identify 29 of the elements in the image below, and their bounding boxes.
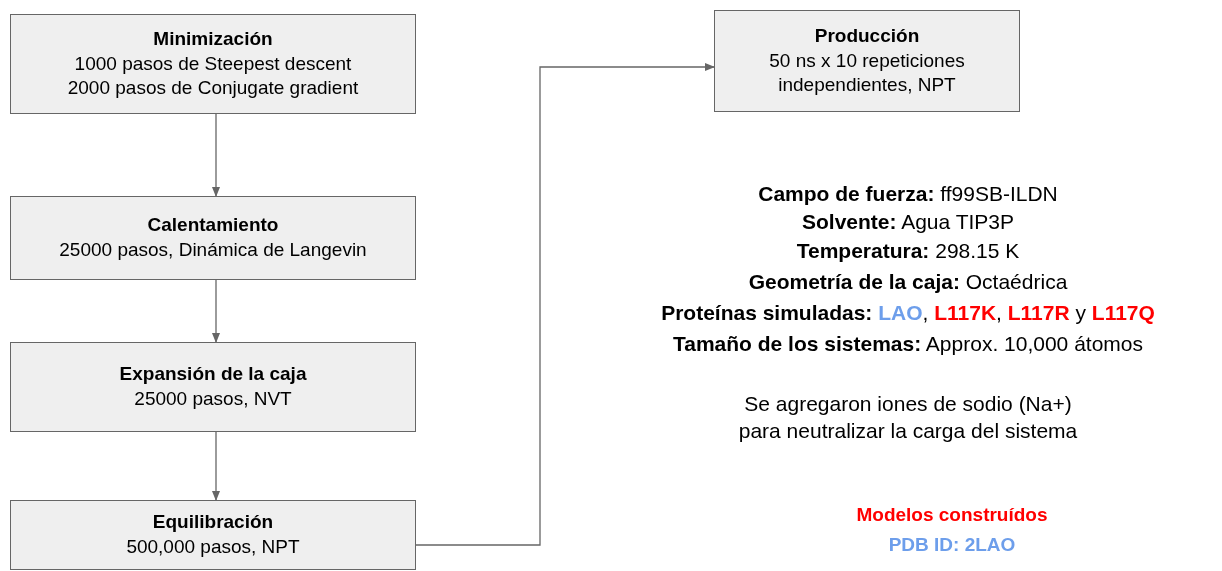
step-detail: 1000 pasos de Steepest descent <box>74 51 352 76</box>
info-text: Temperatura: 298.15 K <box>795 238 1021 264</box>
info-text: Solvente: Agua TIP3P <box>800 209 1016 235</box>
step-title: Equilibración <box>152 510 274 535</box>
process-box <box>10 196 416 280</box>
step-detail: 25000 pasos, Dinámica de Langevin <box>59 238 367 262</box>
arrow <box>212 279 220 343</box>
step-detail: 500,000 pasos, NPT <box>126 535 300 559</box>
info-text: Modelos construídos <box>855 503 1049 527</box>
arrow <box>212 431 220 501</box>
process-box <box>10 342 416 432</box>
step-title: Producción <box>814 23 920 48</box>
info-text: PDB ID: 2LAO <box>887 533 1017 557</box>
process-box <box>714 10 1020 112</box>
step-title: Calentamiento <box>147 213 279 238</box>
arrow <box>415 63 715 546</box>
process-box <box>10 500 416 570</box>
info-text: Campo de fuerza: ff99SB-ILDN <box>757 181 1059 207</box>
info-text: Proteínas simuladas: LAO, L117K, L117R y L117Q <box>660 300 1156 326</box>
info-text: Se agregaron iones de sodio (Na+) para neutralizar la carga del sistema <box>737 391 1079 445</box>
step-title: Minimización <box>153 26 273 51</box>
step-detail: 50 ns x 10 repeticiones independientes, NPT <box>768 48 966 98</box>
arrow <box>212 113 220 197</box>
step-title: Expansión de la caja <box>119 362 307 387</box>
info-text: Geometría de la caja: Octaédrica <box>747 269 1069 295</box>
process-box <box>10 14 416 114</box>
step-detail: 2000 pasos de Conjugate gradient <box>67 76 359 101</box>
info-text: Tamaño de los sistemas: Approx. 10,000 átomos <box>672 331 1144 357</box>
step-detail: 25000 pasos, NVT <box>134 387 292 411</box>
